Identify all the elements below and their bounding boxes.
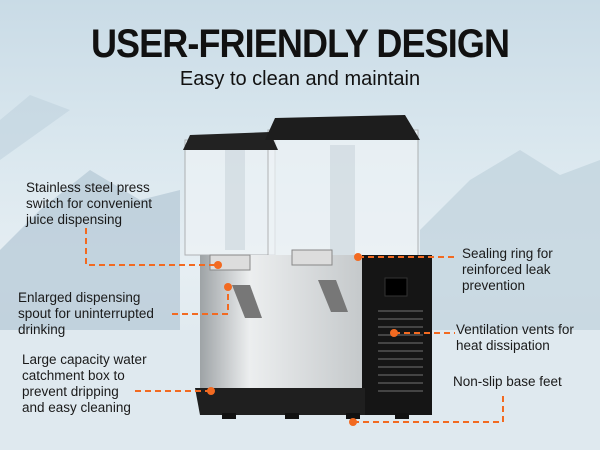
callout-dot — [224, 283, 232, 291]
callout-dot — [349, 418, 357, 426]
feature-sealing-ring: Sealing ring for reinforced leak prevent… — [462, 246, 553, 293]
callout-dot — [354, 253, 362, 261]
feature-catchment-box: Large capacity water catchment box to pr… — [22, 352, 147, 415]
feature-press-switch: Stainless steel press switch for conveni… — [26, 180, 153, 227]
page-subtitle: Easy to clean and maintain — [179, 68, 421, 90]
callout-dot — [390, 329, 398, 337]
feature-spout: Enlarged dispensing spout for uninterrup… — [18, 290, 154, 337]
feature-base-feet: Non-slip base feet — [453, 374, 562, 389]
page-title: USER-FRIENDLY DESIGN — [90, 22, 510, 66]
callout-dot — [207, 387, 215, 395]
callout-dot — [214, 261, 222, 269]
feature-ventilation-vents: Ventilation vents for heat dissipation — [456, 322, 574, 353]
